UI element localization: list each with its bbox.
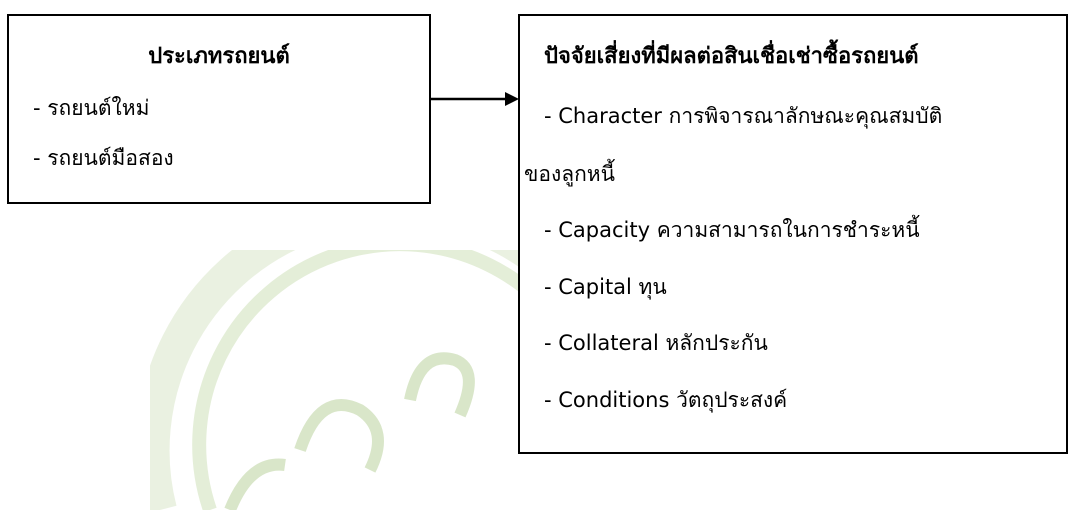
- risk-factor-item: - Capacity ความสามารถในการชำระหนี้: [544, 218, 920, 242]
- car-type-box: ประเภทรถยนต์ - รถยนต์ใหม่ - รถยนต์มือสอง: [7, 14, 431, 204]
- risk-factor-item-continuation: ของลูกหนี้: [524, 162, 616, 186]
- risk-factor-item: - Capital ทุน: [544, 275, 667, 299]
- risk-factor-item: - Collateral หลักประกัน: [544, 331, 768, 355]
- risk-factor-item: - Conditions วัตถุประสงค์: [544, 388, 788, 412]
- risk-factor-item: - Character การพิจารณาลักษณะคุณสมบัติ: [544, 104, 943, 128]
- car-type-item: - รถยนต์มือสอง: [33, 146, 174, 170]
- car-type-title: ประเภทรถยนต์: [148, 44, 290, 69]
- risk-factors-box: ปัจจัยเสี่ยงที่มีผลต่อสินเชื่อเช่าซื้อรถ…: [518, 14, 1068, 454]
- car-type-item: - รถยนต์ใหม่: [33, 96, 150, 120]
- risk-factors-title: ปัจจัยเสี่ยงที่มีผลต่อสินเชื่อเช่าซื้อรถ…: [544, 44, 919, 69]
- connector-arrow: [431, 92, 519, 106]
